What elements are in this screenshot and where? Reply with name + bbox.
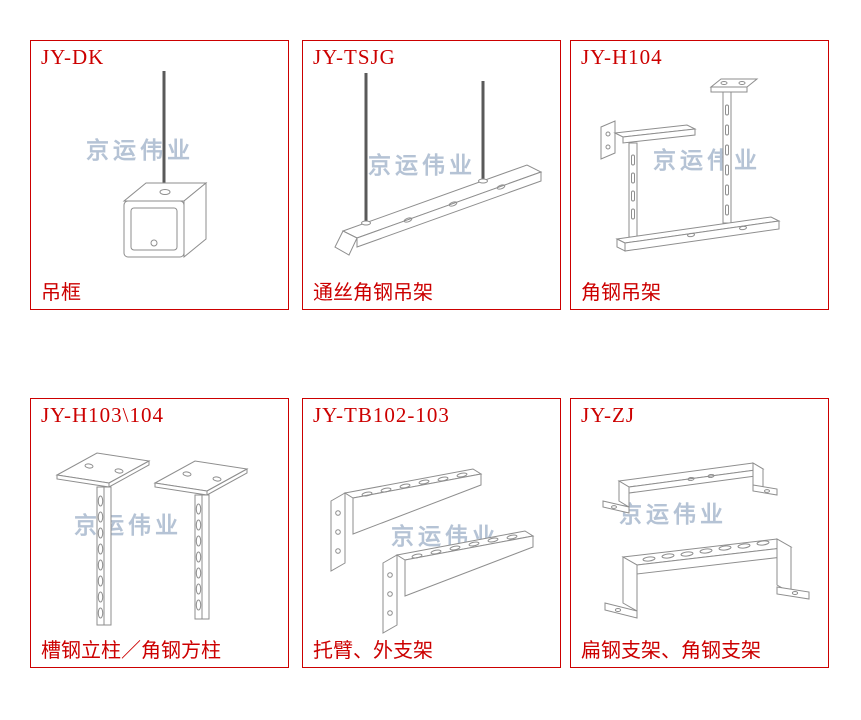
product-caption: 槽钢立柱／角钢方柱	[41, 640, 221, 662]
panel-jy-dk: JY-DK 京运伟业 吊框	[30, 40, 289, 310]
product-caption: 吊框	[41, 282, 81, 304]
product-caption: 通丝角钢吊架	[313, 282, 433, 304]
panel-jy-tb102-103: JY-TB102-103 京运伟业 托臂、外支架	[302, 398, 561, 668]
angle-steel-hanger-drawing	[600, 78, 781, 252]
panel-jy-zj: JY-ZJ 京运伟业 扁钢支架、角钢支架	[570, 398, 829, 668]
hanging-frame-drawing	[122, 71, 208, 259]
product-code: JY-TSJG	[313, 45, 396, 69]
channel-columns-drawing	[55, 452, 249, 626]
product-caption: 角钢吊架	[581, 282, 661, 304]
cantilever-arms-drawing	[330, 468, 535, 634]
product-caption: 托臂、外支架	[313, 640, 433, 662]
product-code: JY-DK	[41, 45, 105, 69]
panel-jy-tsjg: JY-TSJG 京运伟业 通丝角钢吊架	[302, 40, 561, 310]
flat-steel-brackets-drawing	[602, 462, 810, 619]
product-code: JY-H104	[581, 45, 663, 69]
threaded-rod-hanger-drawing	[334, 73, 543, 256]
product-code: JY-TB102-103	[313, 403, 450, 427]
product-caption: 扁钢支架、角钢支架	[581, 640, 761, 662]
product-code: JY-H103\104	[41, 403, 165, 427]
panel-jy-h103-104: JY-H103\104 京运伟业 槽钢立柱／角钢方柱	[30, 398, 289, 668]
panel-jy-h104: JY-H104 京运伟业 角钢吊架	[570, 40, 829, 310]
product-code: JY-ZJ	[581, 403, 636, 427]
